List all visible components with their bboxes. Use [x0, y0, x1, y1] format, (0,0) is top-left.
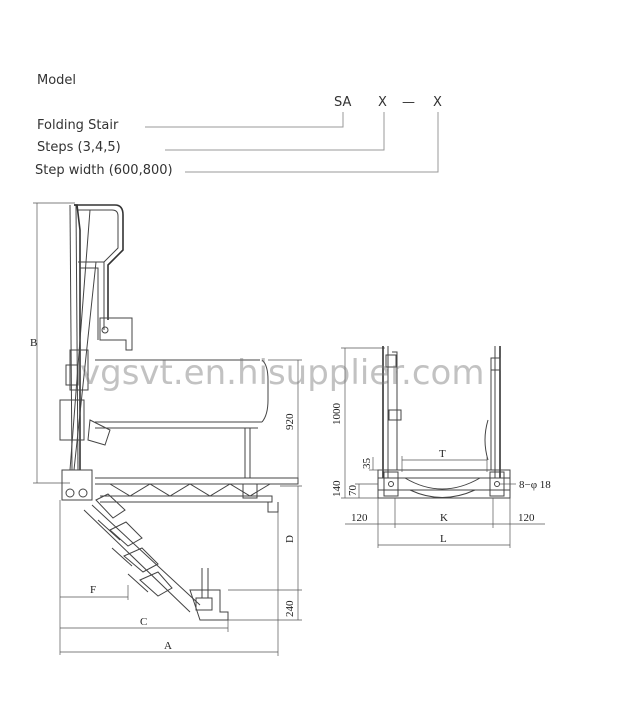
legend-step-width: Step width (600,800)	[35, 163, 173, 178]
model-code-x2: X	[433, 95, 442, 110]
dim-label-240: 240	[284, 600, 296, 617]
leader-line-steps	[165, 112, 385, 151]
side-view: B	[30, 202, 302, 656]
legend-steps: Steps (3,4,5)	[37, 140, 121, 155]
front-view: 1000 T 35 140	[331, 346, 551, 548]
dim-label-A: A	[164, 640, 172, 652]
dim-label-120-right: 120	[518, 512, 535, 524]
watermark-text: vgsvt.en.hisupplier.com	[80, 353, 484, 393]
leader-line-width	[185, 112, 439, 173]
dim-label-70: 70	[347, 485, 359, 497]
dim-label-L: L	[440, 533, 447, 545]
model-code-x1: X	[378, 95, 387, 110]
dim-label-B: B	[30, 337, 37, 349]
dim-label-D: D	[284, 535, 296, 543]
dim-label-T: T	[439, 448, 446, 460]
dim-label-920: 920	[284, 413, 296, 430]
model-code-dash: —	[402, 95, 415, 110]
dim-label-1000: 1000	[331, 403, 343, 426]
leader-line-stair	[145, 112, 344, 128]
dim-label-C: C	[140, 616, 147, 628]
legend-folding-stair: Folding Stair	[37, 118, 119, 133]
model-code-prefix: SA	[334, 95, 351, 110]
model-heading: Model	[37, 73, 76, 88]
dim-label-120-left: 120	[351, 512, 368, 524]
dim-label-K: K	[440, 512, 448, 524]
model-legend: Model SA X — X Folding Stair Steps (3,4,…	[35, 73, 442, 178]
dim-label-140: 140	[331, 480, 343, 497]
dim-label-35: 35	[361, 458, 373, 470]
dim-label-holes: 8−φ 18	[519, 479, 551, 491]
dim-label-F: F	[90, 584, 96, 596]
